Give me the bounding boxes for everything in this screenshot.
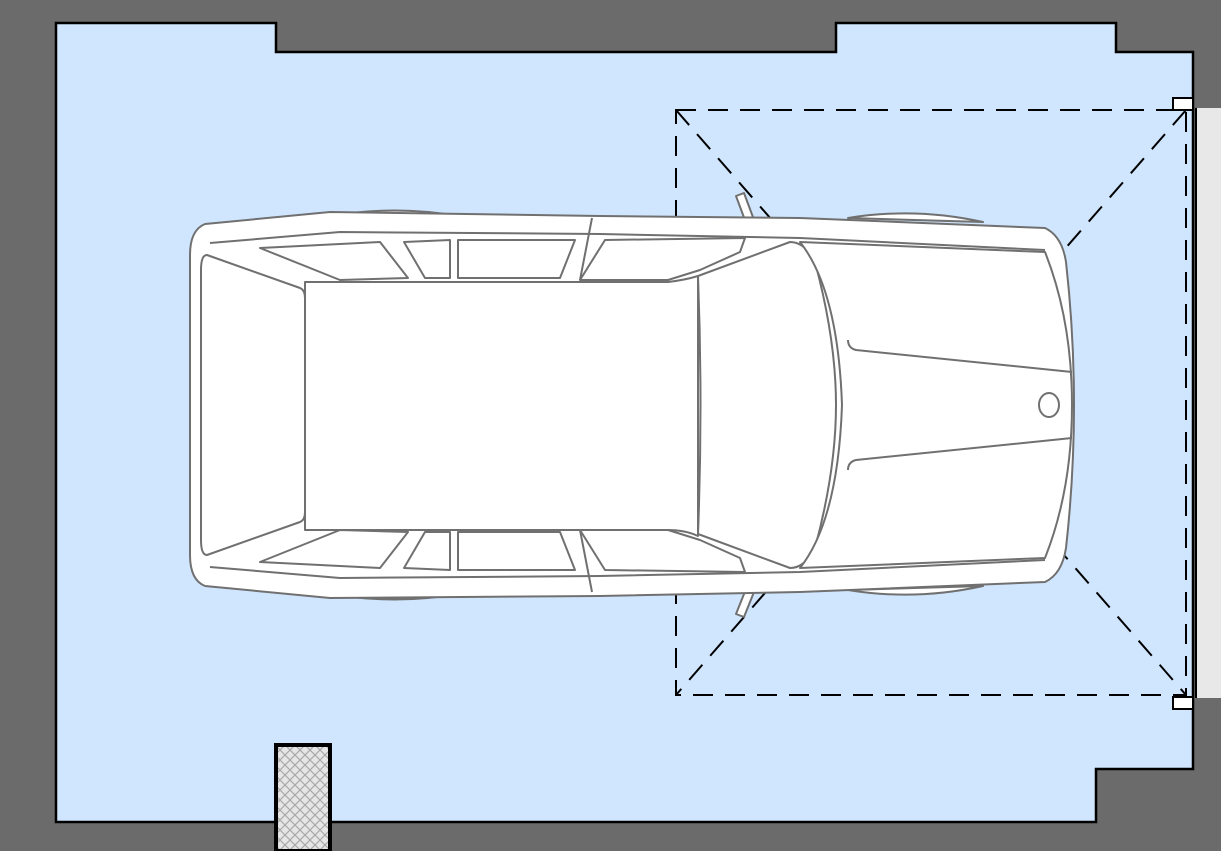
hatched-column xyxy=(274,743,332,851)
hood xyxy=(799,241,1073,569)
hood-emblem xyxy=(1038,392,1060,418)
roof xyxy=(304,275,699,537)
rear-window xyxy=(200,254,306,556)
windshield xyxy=(697,241,837,569)
front-left-wheel xyxy=(847,212,984,223)
garage-door-opening xyxy=(1172,97,1221,710)
car-top-view xyxy=(189,192,1075,618)
front-right-wheel xyxy=(847,585,984,596)
